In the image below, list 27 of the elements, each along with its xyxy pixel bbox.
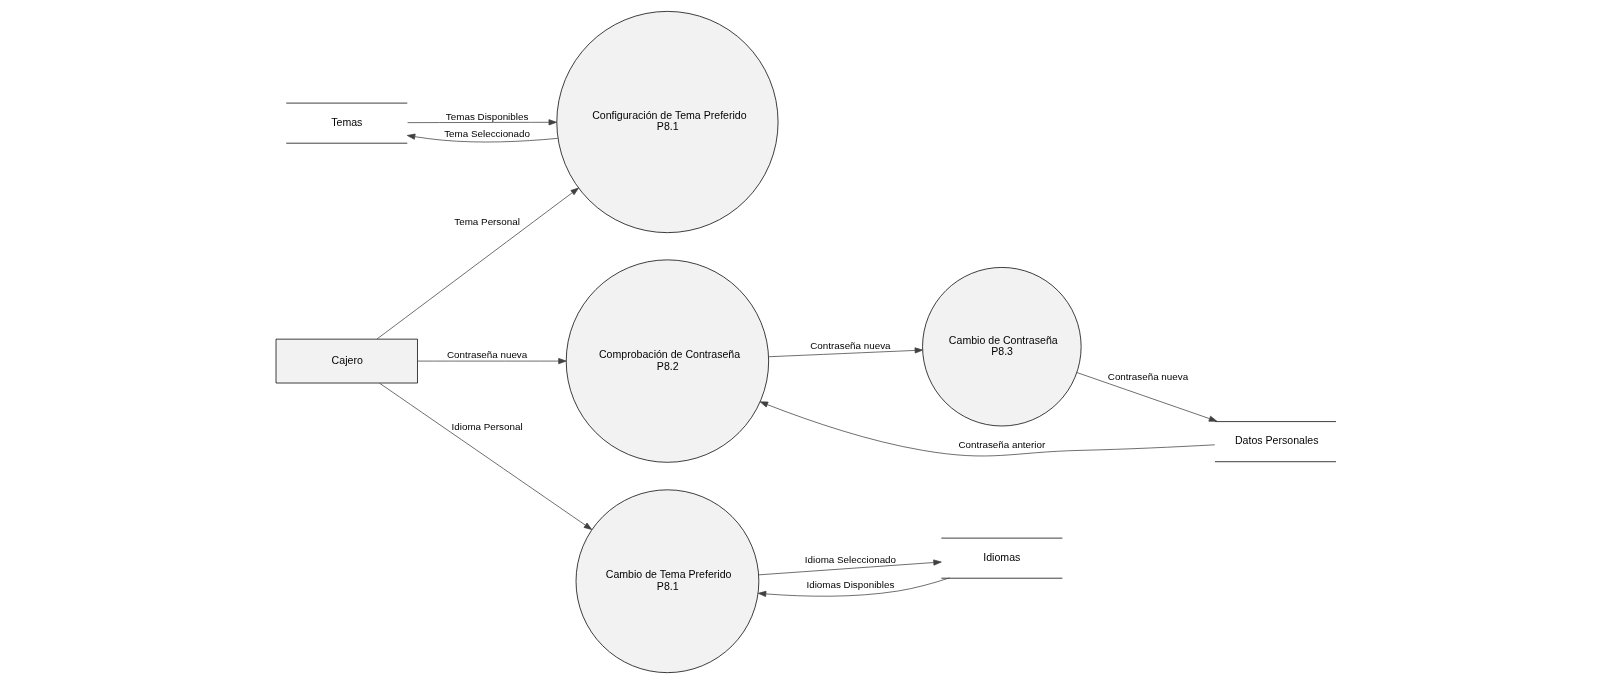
arrow — [407, 119, 557, 126]
arrow — [417, 358, 567, 365]
edge-label: Idioma Personal — [451, 421, 523, 433]
node-box: Cajero — [275, 338, 418, 384]
node-circle: Cambio de Contraseña P8.3 — [922, 267, 1082, 427]
edge-label: Contraseña anterior — [958, 438, 1046, 450]
arrow — [379, 382, 593, 530]
arrow — [757, 577, 950, 597]
edge-label: Contraseña nueva — [1107, 371, 1189, 383]
node-text: Idiomas — [983, 550, 1021, 563]
arrow — [1076, 372, 1218, 422]
edge-label: Temas Disponibles — [445, 111, 529, 123]
edge-label: Contraseña nueva — [446, 349, 528, 361]
arrow — [768, 347, 923, 358]
edge-label: Idiomas Disponibles — [806, 579, 895, 591]
arrow — [376, 187, 579, 340]
arrow — [758, 559, 942, 576]
arrow — [759, 401, 1216, 457]
node-circle: Configuración de Tema Preferido P8.1 — [556, 11, 779, 234]
node-text: Temas — [331, 115, 363, 128]
arrow — [406, 133, 559, 143]
node-circle: Cambio de Tema Preferido P8.1 — [575, 489, 760, 674]
edge-label: Tema Seleccionado — [444, 128, 530, 140]
node-text: Datos Personales — [1234, 434, 1319, 447]
edge-label: Contraseña nueva — [810, 340, 891, 352]
edge-label: Tema Personal — [454, 216, 520, 228]
edge-label: Idioma Seleccionado — [804, 553, 897, 565]
